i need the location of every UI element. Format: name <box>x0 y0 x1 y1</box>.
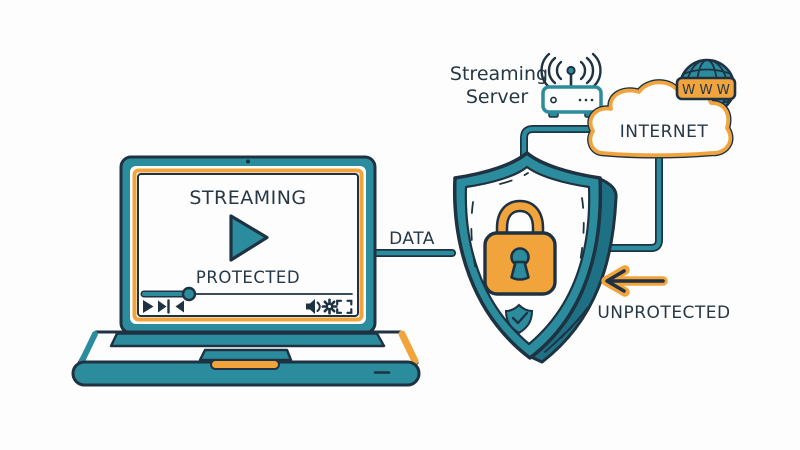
progress-knob <box>181 286 197 302</box>
player-left-controls <box>143 299 184 314</box>
lock-icon <box>483 199 557 296</box>
webcam-icon <box>246 159 250 164</box>
keyboard <box>109 332 386 348</box>
router-led <box>550 96 557 104</box>
security-shield <box>452 151 618 364</box>
volume-icon <box>306 299 321 314</box>
internet-to-shield-connector <box>520 125 600 166</box>
progress-bar <box>140 286 353 302</box>
protected-status: PROTECTED <box>196 268 300 287</box>
internet-label: INTERNET <box>620 122 709 142</box>
data-label: DATA <box>389 229 435 249</box>
prev-icon <box>175 300 184 313</box>
server-label-line2: Server <box>466 86 528 108</box>
latch-notch <box>210 359 280 370</box>
router-dots <box>578 98 594 102</box>
unprotected-arrow <box>601 265 668 297</box>
keyhole-icon <box>510 247 530 281</box>
check-icon <box>511 311 529 325</box>
shield-check-icon <box>504 303 534 335</box>
laptop: STREAMING PROTECTED <box>71 155 421 387</box>
www-banner: WWW <box>675 76 737 101</box>
router-body <box>541 85 603 114</box>
player-right-controls <box>306 298 353 315</box>
lock-shackle <box>498 202 542 237</box>
internet-side-connector <box>598 146 663 252</box>
next-icon <box>158 299 170 314</box>
internet-cloud-group: INTERNET WWW <box>587 58 737 159</box>
laptop-base <box>71 330 421 387</box>
antenna-tip <box>566 65 576 76</box>
fullscreen-icon <box>336 299 353 314</box>
unprotected-label: UNPROTECTED <box>597 303 730 323</box>
deck-edge-left <box>79 331 98 364</box>
gear-icon <box>321 298 338 315</box>
shield-edge-hatching <box>544 306 589 353</box>
trackpad <box>198 348 293 362</box>
www-label: WWW <box>682 82 734 98</box>
router-icon <box>540 52 603 118</box>
screen-title: STREAMING <box>189 187 306 209</box>
server-label-line1: Streaming <box>450 63 548 85</box>
shield-sketch-dashes <box>470 172 585 275</box>
arrow-left-icon <box>605 269 665 293</box>
play-icon <box>229 214 269 262</box>
wifi-icon <box>540 52 602 89</box>
streaming-server: Streaming Server <box>450 52 603 118</box>
laptop-bezel-accent <box>132 168 364 322</box>
play-small-icon <box>143 300 154 313</box>
deck-edge-accent <box>398 330 419 365</box>
